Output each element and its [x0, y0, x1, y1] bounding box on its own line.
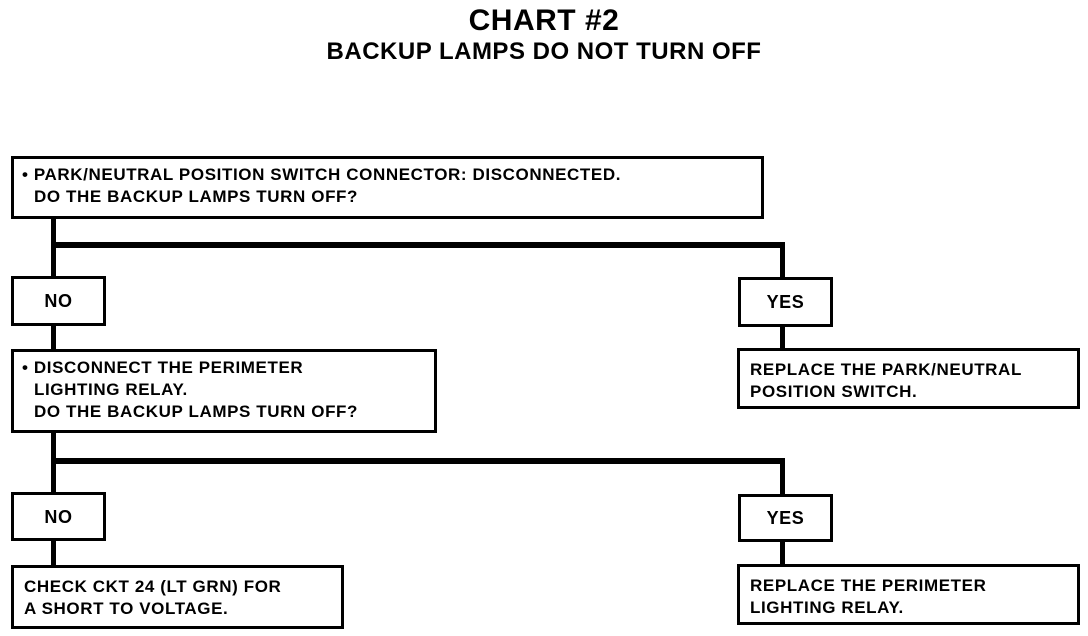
step-2-yes-result-line-2: LIGHTING RELAY. [750, 598, 904, 617]
connector-1-yes-to-result [780, 325, 785, 349]
step-1-yes-label: YES [766, 292, 805, 312]
step-1-yes-result-line-2: POSITION SWITCH. [750, 382, 918, 401]
connector-2-yes-to-result [780, 540, 785, 566]
step-1-no-label: NO [44, 291, 73, 311]
connector-1-no-to-step2 [51, 324, 56, 350]
step-2-no-result-line-1: CHECK CKT 24 (LT GRN) FOR [24, 577, 282, 596]
connector-1-right-down [780, 242, 785, 278]
step-1-box: • PARK/NEUTRAL POSITION SWITCH CONNECTOR… [11, 156, 764, 219]
step-2-line-1: • DISCONNECT THE PERIMETER [22, 358, 304, 377]
step-2-line-3: DO THE BACKUP LAMPS TURN OFF? [34, 402, 359, 421]
connector-1-horizontal [51, 242, 785, 248]
step-1-yes-result-line-1: REPLACE THE PARK/NEUTRAL [750, 360, 1022, 379]
step-1-yes-box: YES [738, 277, 833, 327]
step-2-no-label: NO [44, 506, 73, 527]
step-2-yes-result-line-1: REPLACE THE PERIMETER [750, 576, 987, 595]
step-2-line-2: LIGHTING RELAY. [34, 380, 188, 399]
step-1-line-1: • PARK/NEUTRAL POSITION SWITCH CONNECTOR… [22, 165, 622, 184]
chart-title: CHART #2 [468, 4, 620, 37]
step-2-no-box: NO [11, 492, 106, 541]
connector-2-right-down [780, 458, 785, 496]
step-2-box: • DISCONNECT THE PERIMETER LIGHTING RELA… [11, 349, 437, 433]
step-1-line-2: DO THE BACKUP LAMPS TURN OFF? [34, 187, 359, 206]
step-1-no-box: NO [11, 276, 106, 326]
connector-2-horizontal [51, 458, 785, 464]
step-2-yes-label: YES [766, 508, 805, 528]
step-2-no-result-line-2: A SHORT TO VOLTAGE. [24, 599, 229, 618]
step-2-yes-box: YES [738, 494, 833, 542]
chart-subtitle: BACKUP LAMPS DO NOT TURN OFF [326, 38, 762, 65]
step-2-yes-result-box: REPLACE THE PERIMETER LIGHTING RELAY. [737, 564, 1080, 625]
step-1-yes-result-box: REPLACE THE PARK/NEUTRAL POSITION SWITCH… [737, 348, 1080, 409]
step-2-no-result-box: CHECK CKT 24 (LT GRN) FOR A SHORT TO VOL… [11, 565, 344, 629]
connector-2-no-to-result [51, 539, 56, 567]
